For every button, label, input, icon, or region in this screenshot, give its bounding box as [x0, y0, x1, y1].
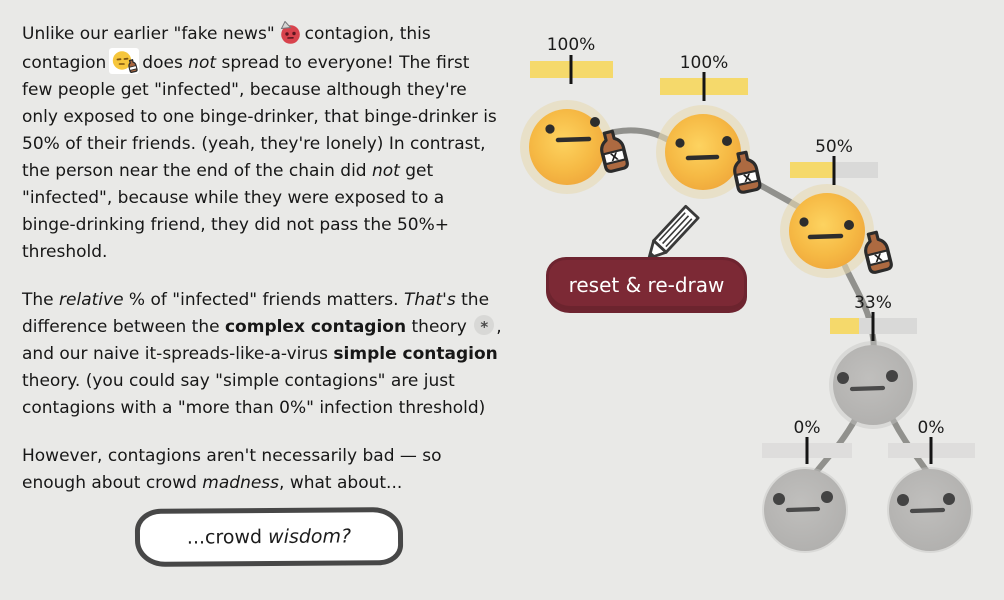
- bubble-text-italic: wisdom?: [268, 525, 352, 549]
- simple-contagion-term: simple contagion: [333, 344, 498, 364]
- emphasis: That's: [403, 290, 456, 310]
- person-node-healthy-4[interactable]: [833, 345, 913, 425]
- bubble-text: ...crowd: [186, 526, 269, 549]
- meter-person-5: 0%: [762, 418, 852, 464]
- meter-label: 33%: [854, 293, 892, 313]
- meter-fill: [790, 162, 834, 178]
- article-text: Unlike our earlier "fake news" contagion…: [22, 21, 502, 518]
- text-run: , what about...: [279, 473, 403, 493]
- fake-news-face-icon: [280, 21, 300, 44]
- paragraph-1: Unlike our earlier "fake news" contagion…: [22, 21, 502, 266]
- text-run: However, contagions aren't necessarily b…: [22, 446, 442, 493]
- text-run: spread to everyone! The first few people…: [22, 53, 497, 181]
- infection-meters: 100% 100% 50% 33%: [530, 35, 975, 464]
- emphasis: not: [188, 53, 217, 73]
- meter-person-2: 100%: [660, 53, 748, 101]
- pencil-icon: [647, 204, 700, 260]
- meter-label: 50%: [815, 137, 853, 157]
- text-run: theory: [406, 317, 473, 337]
- meter-person-3: 50%: [790, 137, 878, 185]
- text-run: Unlike our earlier "fake news": [22, 24, 275, 44]
- text-run: , and our naive it-spreads-like-a-virus: [22, 317, 502, 364]
- text-run: get "infected", because while they were …: [22, 161, 449, 262]
- meter-label: 100%: [680, 53, 729, 73]
- person-node-infected-2[interactable]: [665, 114, 741, 190]
- meter-label: 0%: [918, 418, 945, 438]
- emphasis: relative: [59, 290, 124, 310]
- text-run: does: [142, 53, 189, 73]
- emphasis: madness: [202, 473, 280, 493]
- person-node-healthy-5[interactable]: [764, 469, 846, 551]
- emphasis: not: [372, 161, 400, 181]
- meter-label: 0%: [794, 418, 821, 438]
- text-run: The: [22, 290, 60, 310]
- meter-fill: [830, 318, 859, 334]
- footnote-asterisk-button[interactable]: *: [474, 315, 495, 335]
- people-nodes: [529, 109, 971, 551]
- network-canvas[interactable]: X: [500, 0, 1004, 600]
- reset-redraw-button[interactable]: reset & re-draw: [546, 257, 747, 313]
- person-node-infected-1[interactable]: [529, 109, 605, 185]
- paragraph-3: However, contagions aren't necessarily b…: [22, 443, 502, 497]
- text-run: contagion, this contagion: [22, 24, 431, 73]
- complex-contagion-term: complex contagion: [224, 317, 407, 337]
- text-run: theory. (you could say "simple contagion…: [22, 371, 486, 418]
- meter-label: 100%: [547, 35, 596, 55]
- drinker-face-icon: [109, 48, 140, 74]
- meter-person-1: 100%: [530, 35, 613, 84]
- person-node-infected-3[interactable]: [789, 193, 865, 269]
- person-node-healthy-6[interactable]: [889, 469, 971, 551]
- text-run: the difference between the: [22, 290, 490, 337]
- paragraph-2: The relative % of "infected" friends mat…: [22, 287, 502, 422]
- meter-person-6: 0%: [888, 418, 975, 464]
- meter-person-4: 33%: [830, 293, 917, 341]
- crowd-wisdom-button[interactable]: ...crowd wisdom?: [134, 507, 404, 567]
- text-run: % of "infected" friends matters.: [123, 290, 404, 310]
